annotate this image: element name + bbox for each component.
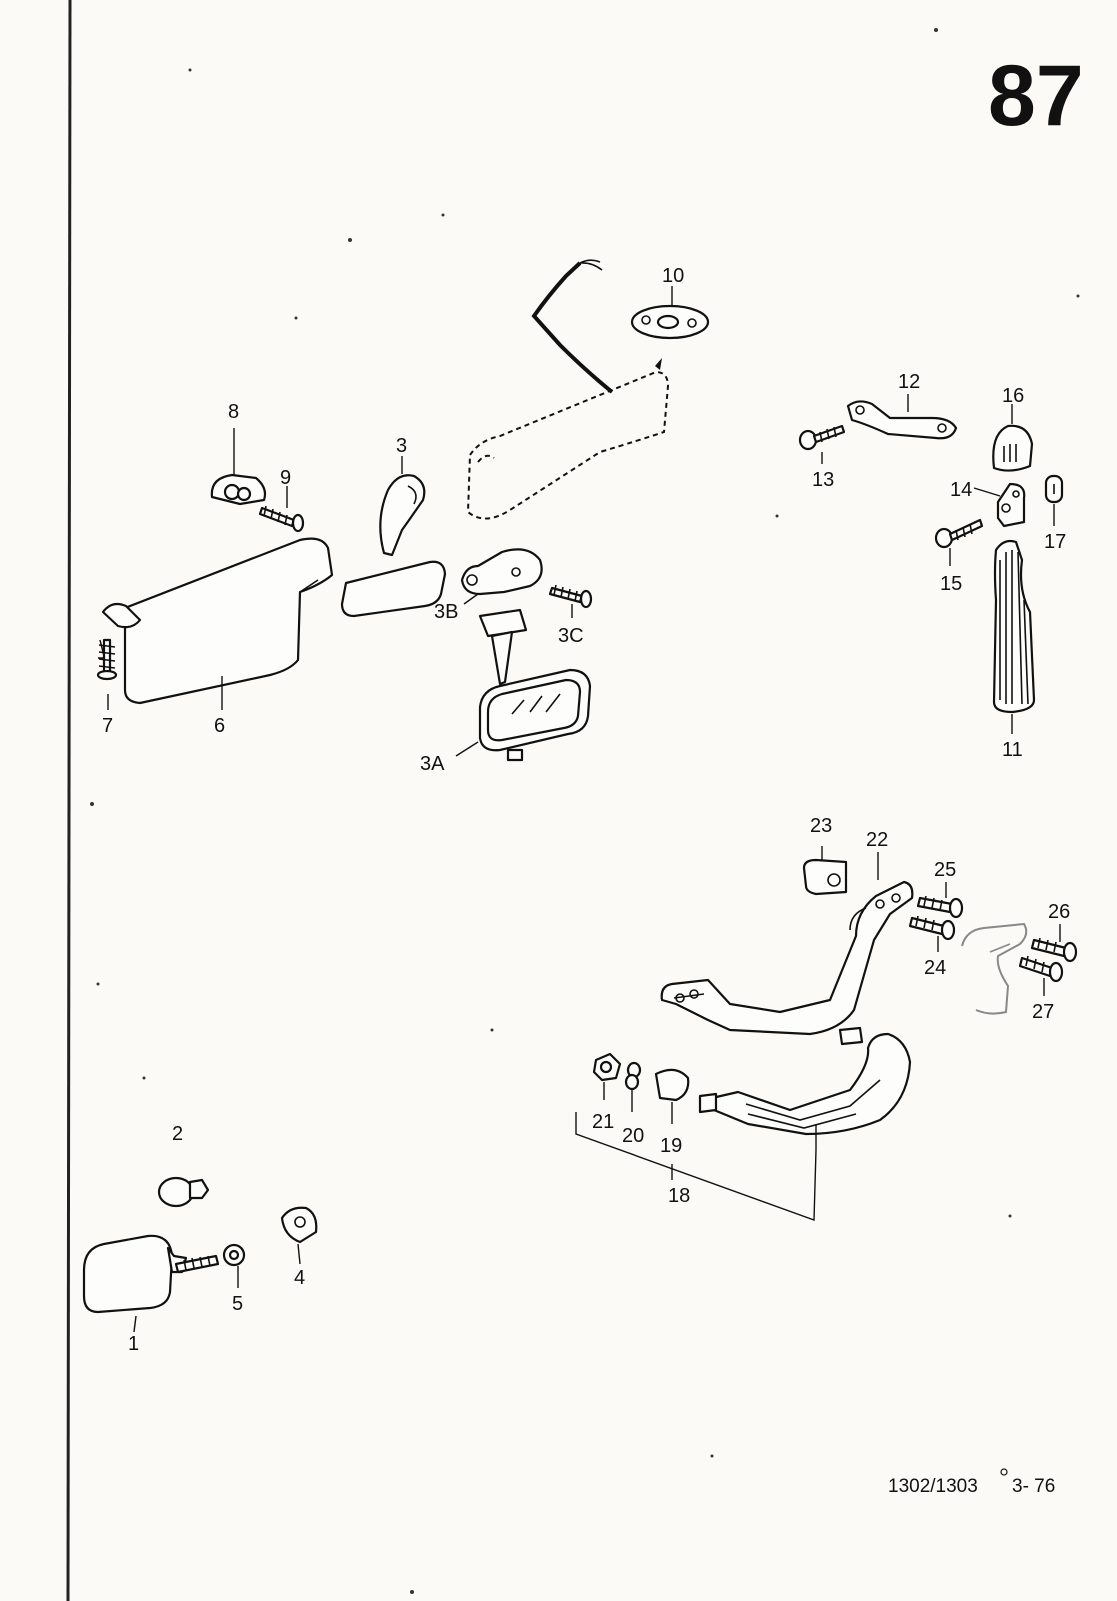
callout-1: 1 (128, 1333, 139, 1355)
callout-20: 20 (622, 1125, 644, 1147)
nut-21 (592, 1052, 622, 1082)
cap-16 (992, 424, 1034, 472)
visor-outline-dashed (466, 358, 670, 520)
grab-handle-18 (698, 1026, 912, 1136)
screw-3C (548, 584, 593, 609)
callout-19: 19 (660, 1135, 682, 1157)
screw-15 (934, 518, 984, 549)
bolt-1 (174, 1254, 220, 1274)
bracket-18 (575, 1112, 817, 1221)
screw-27 (1018, 955, 1064, 983)
sun-visor (123, 537, 334, 705)
pull-strap-11 (992, 539, 1036, 714)
callout-9: 9 (280, 467, 291, 489)
page-binding-edge (66, 0, 72, 1601)
callout-23: 23 (810, 815, 832, 837)
callout-6: 6 (214, 715, 225, 737)
footer-date: 3- 76 (1012, 1476, 1055, 1497)
plug-2 (157, 1176, 210, 1208)
callout-25: 25 (934, 859, 956, 881)
callout-16: 16 (1002, 385, 1024, 407)
mount-plate-3B (460, 548, 543, 596)
leader-lines (107, 286, 1061, 1333)
callout-18: 18 (668, 1185, 690, 1207)
screw-13 (798, 424, 846, 451)
screw-24 (908, 915, 956, 941)
scan-specks (90, 28, 1080, 1594)
screw-9 (258, 505, 305, 533)
catch-14 (996, 482, 1026, 528)
screw-25 (916, 895, 964, 919)
cover-17 (1044, 474, 1064, 504)
knob-4 (280, 1206, 318, 1244)
callout-3: 3 (396, 435, 407, 457)
callout-3B: 3B (434, 601, 458, 623)
mirror-3 (340, 474, 447, 618)
callout-2: 2 (172, 1123, 183, 1145)
callout-12: 12 (898, 371, 920, 393)
wiring-cable (531, 259, 614, 394)
mirror-1 (82, 1234, 188, 1314)
clip-23 (802, 858, 848, 896)
callout-11: 11 (1002, 739, 1023, 761)
footer-model: 1302/1303 (888, 1476, 978, 1497)
bracket-12 (846, 400, 958, 440)
footer-mark (1000, 1468, 1008, 1476)
callout-5: 5 (232, 1293, 243, 1315)
callout-3A: 3A (420, 753, 445, 775)
callout-24: 24 (924, 957, 946, 979)
callout-17: 17 (1044, 531, 1066, 553)
visor-clip-8 (210, 473, 267, 506)
handle-end-ghost (961, 922, 1028, 1015)
callout-4: 4 (294, 1267, 305, 1289)
callout-26: 26 (1048, 901, 1070, 923)
washer-20 (624, 1061, 642, 1091)
callout-labels: 10 3 8 9 7 6 3B 3C 3A 12 13 16 14 17 15 … (102, 265, 1070, 1355)
callout-27: 27 (1032, 1001, 1054, 1023)
page-number: 87 (988, 48, 1084, 144)
callout-7: 7 (102, 715, 113, 737)
callout-10: 10 (662, 265, 684, 287)
callout-13: 13 (812, 469, 834, 491)
grommet-10 (630, 304, 710, 340)
mirror-3A (478, 608, 592, 762)
callout-8: 8 (228, 401, 239, 423)
callout-14: 14 (950, 479, 972, 501)
callout-21: 21 (592, 1111, 614, 1133)
callout-22: 22 (866, 829, 888, 851)
callout-15: 15 (940, 573, 962, 595)
callout-3C: 3C (558, 625, 584, 647)
screw-26 (1030, 937, 1078, 963)
cap-19 (654, 1068, 690, 1102)
screw-7 (96, 638, 118, 681)
grab-handle-22 (660, 880, 914, 1036)
washer-5 (222, 1243, 246, 1267)
